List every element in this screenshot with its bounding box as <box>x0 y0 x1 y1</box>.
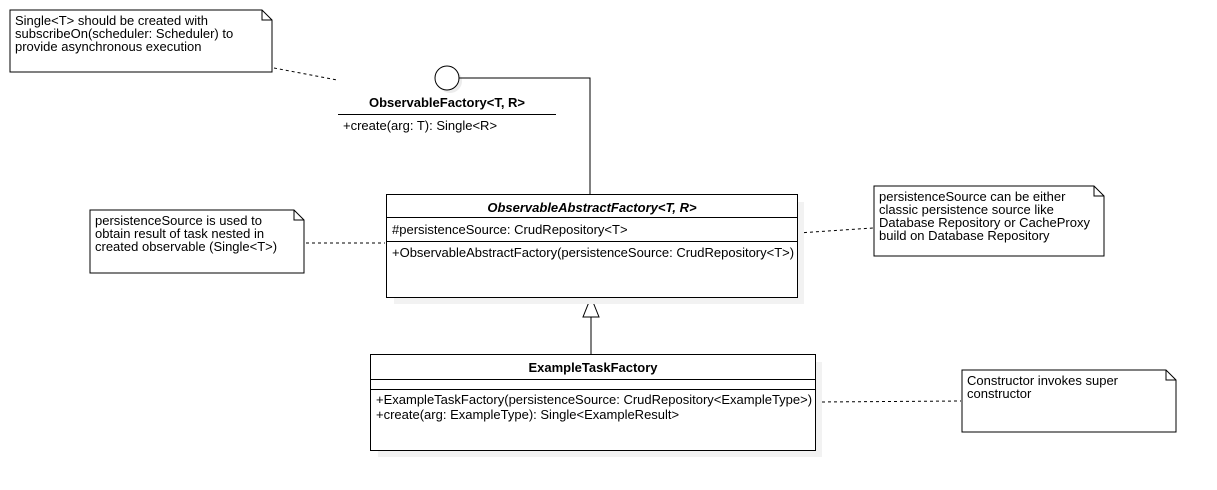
note-persistence-used-text: persistenceSource is used to obtain resu… <box>95 213 278 254</box>
example-class-separator-1 <box>371 379 815 380</box>
abstract-class-name: ObservableAbstractFactory<T, R> <box>487 200 697 215</box>
generalization-arrowhead <box>582 295 600 318</box>
example-class-operation-constructor: +ExampleTaskFactory(persistenceSource: C… <box>376 392 813 407</box>
note-single-text: Single<T> should be created with subscri… <box>15 13 234 54</box>
example-class-name: ExampleTaskFactory <box>528 360 658 375</box>
abstract-class-attribute: #persistenceSource: CrudRepository<T> <box>392 222 628 237</box>
class-observable-abstract-factory[interactable]: ObservableAbstractFactory<T, R> #persist… <box>386 194 798 298</box>
note-fold-constructor <box>1165 370 1176 381</box>
anchor-line-constructor <box>815 400 962 403</box>
note-persistence-used: persistenceSource is used to obtain resu… <box>90 210 304 273</box>
anchor-line-persistence-either <box>797 227 874 234</box>
anchor-line-single <box>273 67 338 81</box>
note-persistence-either-text: persistenceSource can be either classic … <box>879 189 1090 243</box>
note-single: Single<T> should be created with subscri… <box>10 10 272 72</box>
abstract-class-separator-2 <box>387 241 797 242</box>
abstract-class-operation: +ObservableAbstractFactory(persistenceSo… <box>392 245 795 260</box>
example-class-separator-2 <box>371 389 815 390</box>
note-shape-single <box>9 9 273 73</box>
note-fold-single <box>261 10 272 21</box>
class-example-task-factory[interactable]: ExampleTaskFactory +ExampleTaskFactory(p… <box>370 354 816 451</box>
interface-lollipop-circle <box>434 65 460 91</box>
realization-line <box>459 77 591 194</box>
note-constructor: Constructor invokes super constructor <box>962 370 1176 432</box>
note-persistence-either: persistenceSource can be either classic … <box>874 186 1104 256</box>
interface-observable-factory[interactable]: ObservableFactory<T, R> +create(arg: T):… <box>338 92 556 133</box>
interface-operation: +create(arg: T): Single<R> <box>343 118 498 133</box>
note-fold-persistence-either <box>1093 186 1104 197</box>
interface-name: ObservableFactory<T, R> <box>368 95 526 110</box>
interface-separator <box>338 114 556 115</box>
note-fold-persistence-used <box>293 210 304 221</box>
note-shape-persistence-either <box>873 185 1105 257</box>
note-shape-persistence-used <box>89 209 305 274</box>
example-class-operation-create: +create(arg: ExampleType): Single<Exampl… <box>376 407 680 422</box>
abstract-class-separator-1 <box>387 217 797 218</box>
note-constructor-text: Constructor invokes super constructor <box>967 373 1119 401</box>
note-shape-constructor <box>961 369 1177 433</box>
